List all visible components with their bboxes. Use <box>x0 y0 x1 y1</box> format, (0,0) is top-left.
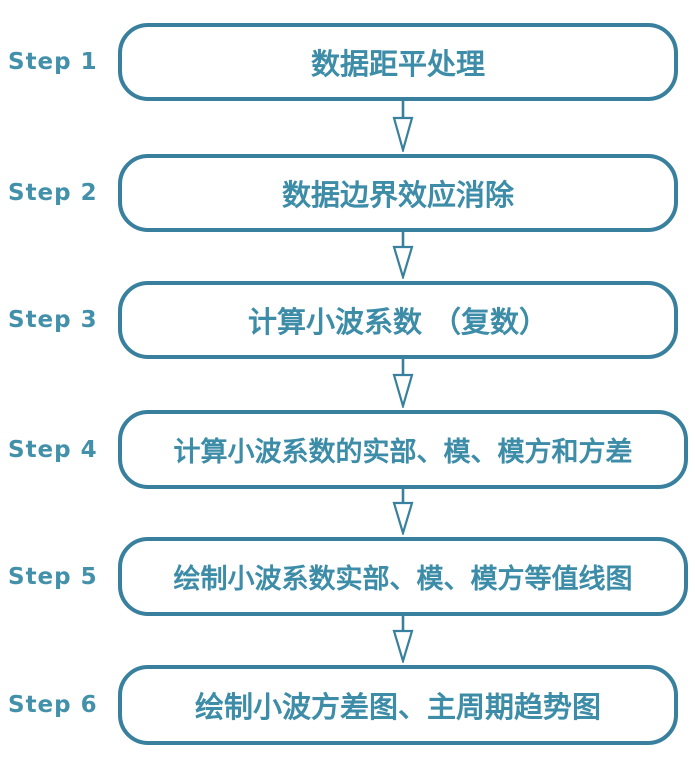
step-4-process-text: 计算小波系数的实部、模、模方和方差 <box>173 437 633 468</box>
step-5-label: Step 5 <box>8 563 98 590</box>
step-6-process-box: 绘制小波方差图、主周期趋势图 <box>118 665 678 745</box>
step-1-process-box: 数据距平处理 <box>118 23 678 101</box>
down-arrow-icon <box>392 101 414 152</box>
down-arrow-icon <box>392 232 414 279</box>
down-arrow-icon <box>392 489 414 535</box>
flow-step-1: Step 1 数据距平处理 <box>0 23 695 101</box>
step-3-process-box: 计算小波系数 （复数） <box>118 281 678 359</box>
step-3-label: Step 3 <box>8 307 98 333</box>
step-2-label: Step 2 <box>8 180 98 206</box>
step-4-process-box: 计算小波系数的实部、模、模方和方差 <box>118 410 688 489</box>
step-6-label: Step 6 <box>8 692 98 718</box>
flow-step-2: Step 2 数据边界效应消除 <box>0 154 695 232</box>
flow-step-4: Step 4 计算小波系数的实部、模、模方和方差 <box>0 410 695 489</box>
down-arrow-icon <box>392 616 414 663</box>
down-arrow-icon <box>392 359 414 408</box>
step-1-process-text: 数据距平处理 <box>310 47 485 81</box>
step-1-label: Step 1 <box>8 49 98 75</box>
step-3-process-text: 计算小波系数 （复数） <box>247 305 549 339</box>
step-5-process-box: 绘制小波系数实部、模、模方等值线图 <box>118 537 688 616</box>
step-4-label: Step 4 <box>8 436 98 463</box>
flow-step-5: Step 5 绘制小波系数实部、模、模方等值线图 <box>0 537 695 616</box>
step-2-process-box: 数据边界效应消除 <box>118 154 678 232</box>
step-6-process-text: 绘制小波方差图、主周期趋势图 <box>194 690 601 724</box>
flow-step-6: Step 6 绘制小波方差图、主周期趋势图 <box>0 665 695 745</box>
flow-step-3: Step 3 计算小波系数 （复数） <box>0 281 695 359</box>
step-5-process-text: 绘制小波系数实部、模、模方等值线图 <box>173 564 633 595</box>
step-2-process-text: 数据边界效应消除 <box>281 178 514 212</box>
